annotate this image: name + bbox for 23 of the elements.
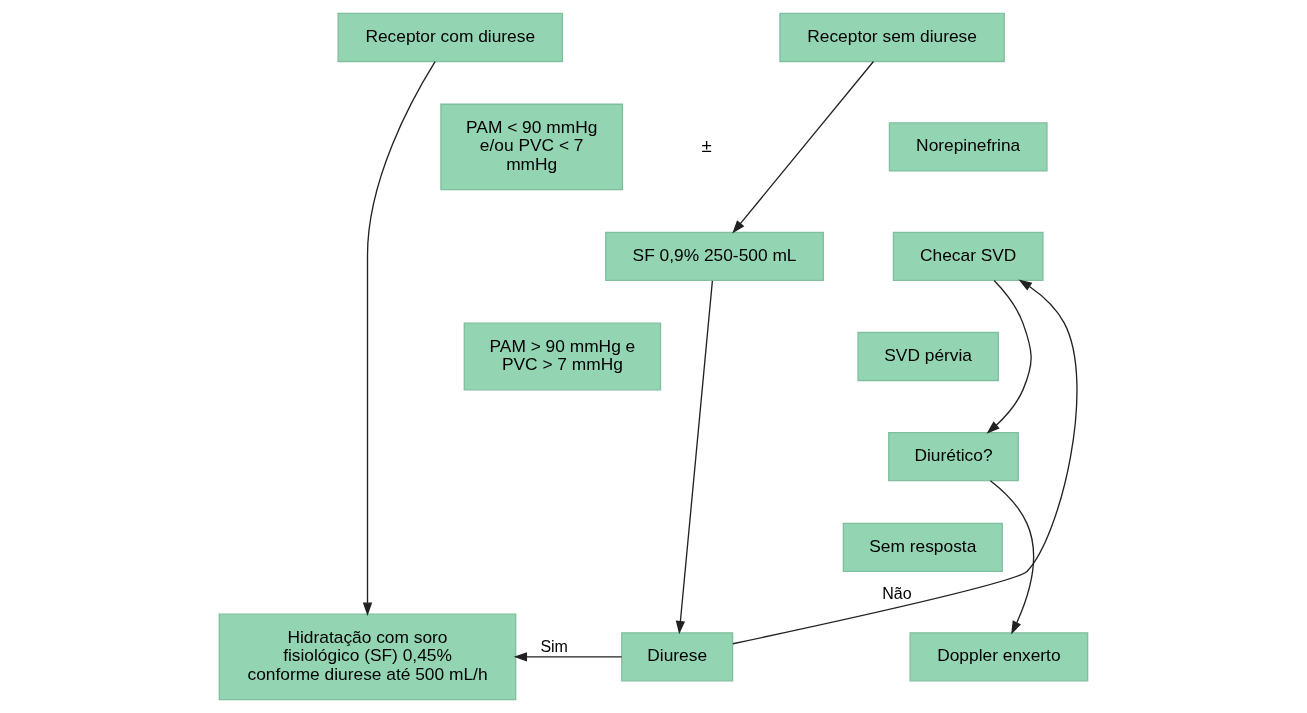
edge-label: Sim <box>540 638 568 656</box>
arrow <box>513 652 623 662</box>
node-box: SVD pérvia <box>857 331 999 382</box>
node-box: PAM < 90 mmHg e/ou PVC < 7 mmHg <box>440 103 624 191</box>
node-box: SF 0,9% 250-500 mL <box>605 231 825 282</box>
node-box: Receptor com diurese <box>337 12 564 63</box>
node-box: Norepinefrina <box>888 122 1048 172</box>
node-box: Diurese <box>621 632 734 682</box>
node-box: Doppler enxerto <box>909 632 1089 682</box>
node-box: Receptor sem diurese <box>779 12 1005 63</box>
edge-label: Não <box>882 585 912 603</box>
node-box: Checar SVD <box>892 231 1044 282</box>
label: ± <box>701 134 712 156</box>
arrow <box>362 61 436 616</box>
arrow <box>732 60 875 234</box>
node-box: Sem resposta <box>842 522 1003 573</box>
arrow <box>986 279 1032 434</box>
arrow <box>989 480 1035 635</box>
arrow <box>732 279 1078 645</box>
node-box: Hidratação com soro fisiológico (SF) 0,45% conforme diurese até 500 mL/h <box>218 613 517 701</box>
node-box: PAM > 90 mmHg e PVC > 7 mmHg <box>463 322 662 391</box>
node-box: Diurético? <box>888 431 1019 482</box>
arrow <box>675 280 714 635</box>
